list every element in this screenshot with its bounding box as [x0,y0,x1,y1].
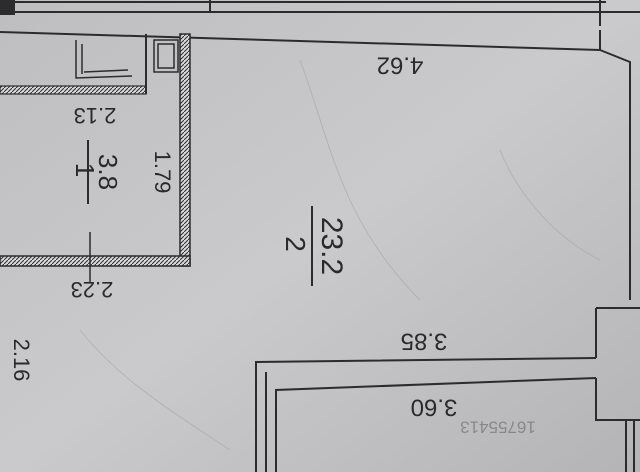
svg-text:23.2: 23.2 [315,217,348,275]
svg-text:2.16: 2.16 [9,339,34,382]
paper-creases [79,59,601,451]
watermark: 16755413 [460,418,536,437]
room-1-area: 3.8 [93,154,123,190]
bathroom-fixture [75,39,179,79]
room-1-number: 1 [70,163,100,177]
room-2-area: 23.2 [315,217,348,275]
svg-text:3.60: 3.60 [411,394,458,421]
top-wall [0,30,631,300]
room-2-number: 2 [280,236,311,252]
lower-room-dimension: 3.60 [411,394,458,421]
svg-text:2.23: 2.23 [71,277,114,302]
room-bottom-dimension: 3.85 [401,328,448,355]
bathroom-bottom-dimension: 2.23 [71,277,114,302]
bathroom-top-dimension: 2.13 [74,103,117,128]
room-1-label: 1 [70,163,100,177]
svg-text:2: 2 [280,236,311,252]
svg-text:2.13: 2.13 [74,103,117,128]
svg-text:1.79: 1.79 [150,151,175,194]
svg-text:3.85: 3.85 [401,328,448,355]
svg-text:3.8: 3.8 [93,154,123,190]
bathroom-walls [0,33,191,267]
top-strip [0,0,640,26]
bottom-walls [255,307,640,472]
left-wall-dimension: 2.16 [9,339,34,382]
bathroom-side-dimension: 1.79 [150,151,175,194]
top-width-dimension: 4.62 [377,52,424,79]
svg-text:16755413: 16755413 [460,418,536,437]
svg-text:4.62: 4.62 [377,52,424,79]
